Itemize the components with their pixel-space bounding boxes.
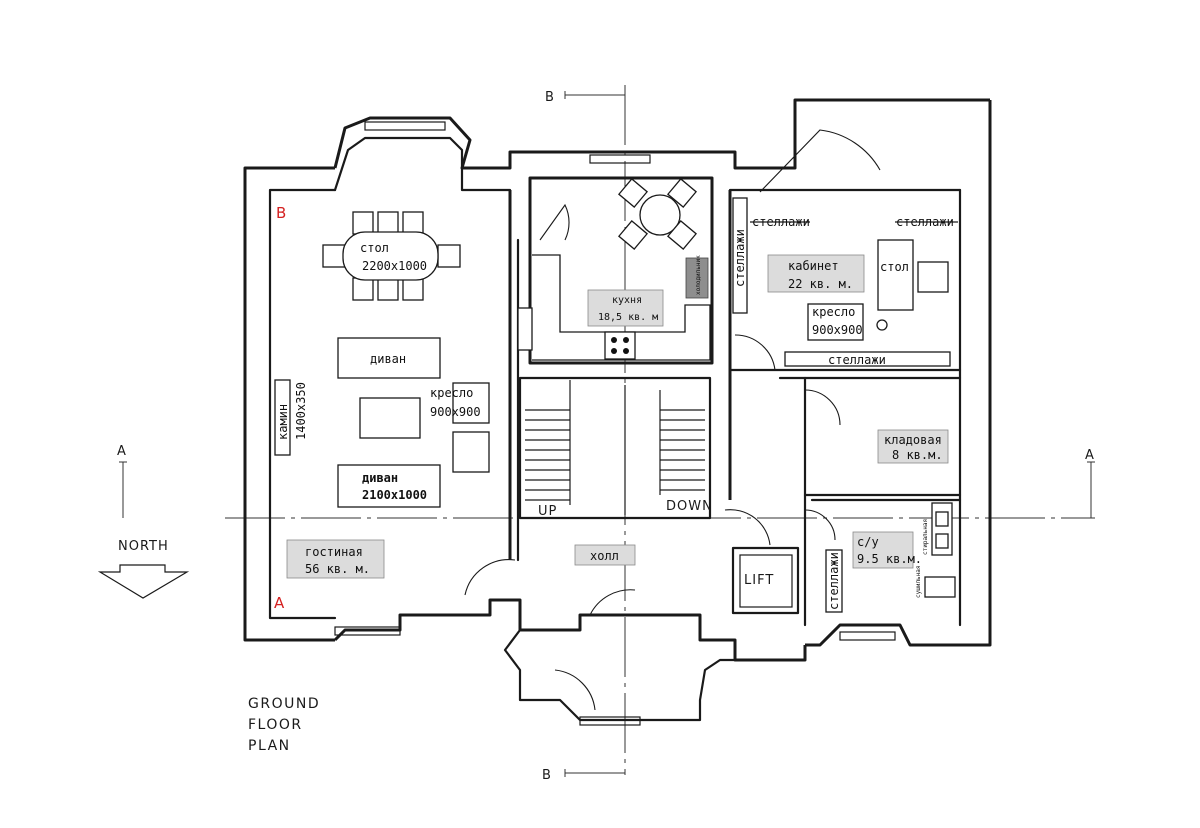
dryer [924, 576, 956, 598]
fireplace-size: 1400x350 [294, 382, 308, 440]
armchair-bottom [452, 431, 490, 473]
sofa-bottom-size: 2100x1000 [362, 488, 427, 502]
kitchen-area: 18,5 кв. м [598, 312, 658, 323]
interior-walls [508, 188, 962, 627]
storage-label-box [877, 429, 949, 464]
red-marker-b: B [276, 204, 286, 222]
staircase [525, 380, 705, 515]
lift-label: LIFT [744, 573, 774, 588]
section-marker-b-top: B [545, 90, 555, 105]
study-lamp-icon [876, 319, 888, 331]
armchair-size: 900x900 [430, 405, 481, 419]
kitchen-label-box [587, 289, 664, 327]
stairs-up-label: UP [538, 504, 557, 519]
washer-label: стиральная [922, 519, 929, 555]
kitchen-name: кухня [612, 295, 642, 306]
plan-title-line-1: GROUND [248, 696, 320, 712]
bathroom-label-box [852, 531, 914, 569]
outer-walls [243, 98, 992, 722]
fireplace-label: камин [276, 404, 290, 440]
storage-name: кладовая [884, 433, 942, 447]
dining-table [342, 231, 439, 281]
armchair-top [452, 382, 490, 424]
sofa-bottom-label: диван [362, 471, 398, 485]
living-room-area: 56 кв. м. [305, 562, 370, 576]
living-room-label-box [286, 539, 385, 579]
windows [334, 121, 896, 726]
study-shelves-vertical [732, 197, 748, 314]
study-area: 22 кв. м. [788, 277, 853, 291]
dining-chairs [322, 211, 461, 301]
fridge [685, 257, 709, 299]
north-label: NORTH [118, 539, 169, 554]
study-armchair-label: кресло [812, 305, 855, 319]
study-chair [917, 261, 949, 293]
study-shelves-bottom-label: стеллажи [828, 353, 886, 367]
stairs-down-label: DOWN [666, 499, 713, 514]
plan-title-line-2: FLOOR [248, 717, 303, 733]
hall-label-box [574, 544, 636, 566]
cooktop-burners-icon [611, 337, 629, 354]
study-desk [877, 239, 914, 311]
lift-shaft [731, 546, 800, 615]
bath-shelves-label: стеллажи [827, 552, 841, 610]
sofa-top-label: диван [370, 352, 406, 366]
armchair-label: кресло [430, 386, 473, 400]
section-lines [119, 85, 1095, 777]
dining-table-size: 2200x1000 [362, 259, 427, 273]
study-armchair [807, 303, 864, 341]
kitchen-dining-set [617, 177, 698, 251]
storage-area: 8 кв.м. [892, 448, 943, 462]
red-marker-a: A [274, 594, 285, 612]
sofa-top [337, 337, 441, 379]
dining-table-name: стол [360, 241, 389, 255]
study-name: кабинет [788, 259, 839, 273]
living-room-name: гостиная [305, 545, 363, 559]
study-shelves-vertical-label: стеллажи [733, 229, 747, 287]
bathroom-name: с/у [857, 535, 879, 549]
section-marker-b-bottom: B [542, 768, 552, 783]
study-shelves-bottom [784, 351, 951, 367]
dryer-label: сушильная [915, 565, 922, 598]
plan-title-line-3: PLAN [248, 738, 291, 754]
cooktop [604, 331, 636, 360]
fireplace [274, 379, 291, 456]
bath-shelves [825, 549, 843, 613]
section-marker-a-right: A [1085, 448, 1095, 463]
doors [464, 129, 881, 711]
kitchen-counter [532, 254, 711, 361]
sofa-bottom [337, 464, 441, 508]
coffee-table [359, 397, 421, 439]
study-armchair-size: 900x900 [812, 323, 863, 337]
study-label-box [767, 254, 865, 293]
study-shelves-top-left-label: стеллажи [752, 215, 810, 229]
study-desk-label: стол [880, 260, 909, 274]
section-marker-a-left: A [117, 444, 127, 459]
study-shelves-top-right-label: стеллажи [896, 215, 954, 229]
bathroom-area: 9.5 кв.м. [857, 552, 922, 566]
fridge-label: холодильник [695, 255, 702, 295]
kitchen-side-unit [517, 307, 533, 351]
hall-name: холл [590, 549, 619, 563]
north-arrow-icon [97, 564, 190, 599]
